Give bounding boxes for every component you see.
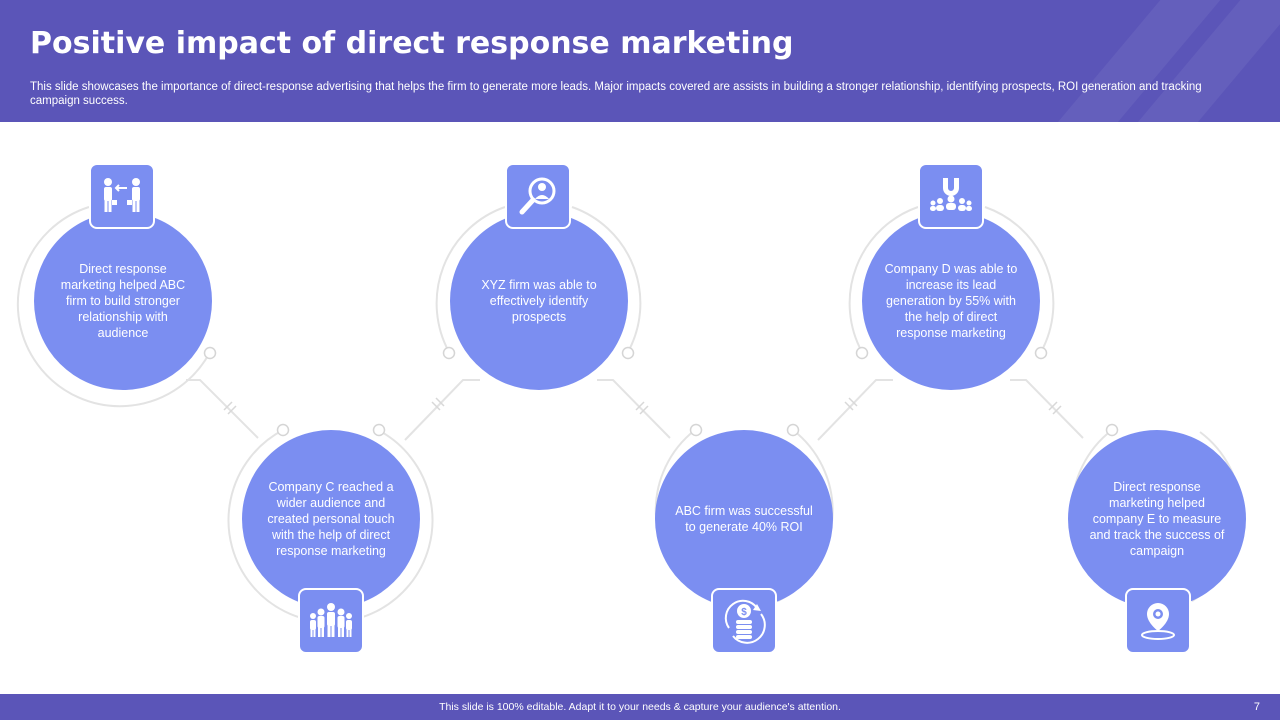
impact-text-6: Direct response marketing helped company… — [1089, 480, 1225, 558]
svg-text:$: $ — [741, 607, 747, 618]
impact-text-3: XYZ firm was able to effectively identif… — [481, 278, 597, 324]
ring-arc-5b — [984, 206, 1055, 353]
connector-1-2 — [186, 379, 259, 439]
impact-circle-3: XYZ firm was able to effectively identif… — [450, 212, 628, 390]
prospect-search-icon — [505, 163, 571, 229]
relationship-exchange-icon — [89, 163, 155, 229]
connector-3-4 — [597, 379, 671, 439]
impact-circle-5: Company D was able to increase its lead … — [862, 212, 1040, 390]
impact-circle-4: ABC firm was successful to generate 40% … — [655, 430, 833, 608]
impact-circle-6: Direct response marketing helped company… — [1068, 430, 1246, 608]
ring-arc-3b — [571, 206, 642, 353]
impact-text-4: ABC firm was successful to generate 40% … — [675, 504, 813, 534]
impact-text-5: Company D was able to increase its lead … — [884, 262, 1018, 340]
ring-arc-3a — [435, 206, 506, 353]
impact-text-1: Direct response marketing helped ABC fir… — [60, 262, 186, 340]
connector-4-5 — [817, 379, 893, 441]
impact-circle-2: Company C reached a wider audience and c… — [242, 430, 420, 608]
impact-text-2: Company C reached a wider audience and c… — [267, 480, 395, 558]
header-banner: Positive impact of direct response marke… — [0, 0, 1280, 122]
page-number: 7 — [1253, 701, 1260, 713]
location-target-icon — [1125, 588, 1191, 654]
ring-arc-5a — [848, 206, 919, 353]
connector-2-3 — [404, 379, 480, 441]
impact-circle-1: Direct response marketing helped ABC fir… — [34, 212, 212, 390]
footer-bar: This slide is 100% editable. Adapt it to… — [0, 694, 1280, 720]
lead-magnet-icon — [918, 163, 984, 229]
roi-dollar-coins-icon: $ — [711, 588, 777, 654]
ring-arc-1 — [16, 206, 211, 408]
connector-5-6 — [1010, 379, 1084, 439]
slide-subtitle: This slide showcases the importance of d… — [30, 81, 1202, 107]
audience-group-icon — [298, 588, 364, 654]
footer-note: This slide is 100% editable. Adapt it to… — [439, 701, 841, 713]
slide-title: Positive impact of direct response marke… — [30, 26, 794, 61]
